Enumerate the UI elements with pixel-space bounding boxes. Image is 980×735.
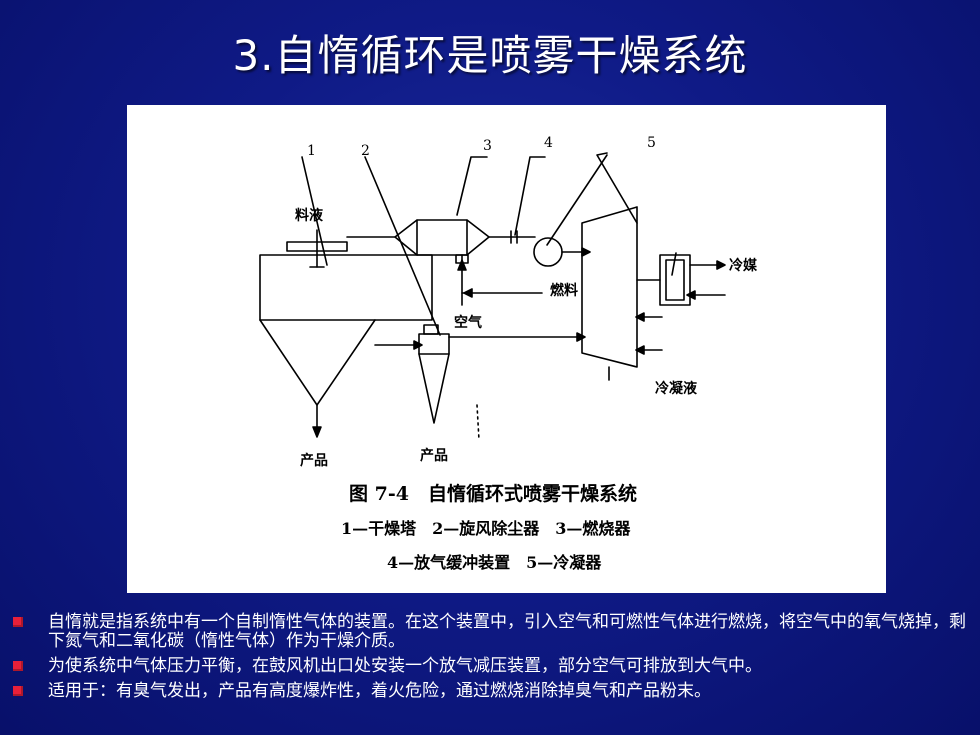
slide-title: 3.自惰循环是喷雾干燥系统 (232, 31, 748, 80)
part-number-2: 2 (361, 143, 370, 159)
system-schematic: 1 2 3 4 5 料液 冷媒 燃料 空气 冷凝液 产品 产品 (259, 135, 758, 469)
label-air: 空气 (454, 314, 482, 331)
bullet-item-definition: 自惰就是指系统中有一个自制惰性气体的装置。在这个装置中，引入空气和可燃性气体进行… (10, 613, 972, 651)
burner (346, 219, 543, 306)
bullet-square-icon (13, 686, 23, 696)
bullet-text: 适用于：有臭气发出，产品有高度爆炸性，着火危险，通过燃烧消除掉臭气和产品粉末。 (48, 681, 711, 701)
part-number-1: 1 (307, 143, 316, 159)
figure-caption-title: 图 7-4 自惰循环式喷雾干燥系统 (349, 483, 637, 505)
blower-vent (533, 237, 591, 267)
label-product-left: 产品 (300, 452, 328, 469)
part-number-3: 3 (483, 138, 492, 154)
condenser (581, 206, 726, 381)
cyclone (374, 324, 586, 441)
drying-tower (259, 229, 433, 438)
bullet-square-icon (13, 661, 23, 671)
bullet-item-application: 适用于：有臭气发出，产品有高度爆炸性，着火危险，通过燃烧消除掉臭气和产品粉末。 (10, 682, 972, 701)
figure-panel: 1 2 3 4 5 料液 冷媒 燃料 空气 冷凝液 产品 产品 图 7-4 自惰… (127, 105, 886, 593)
bullet-text: 为使系统中气体压力平衡，在鼓风机出口处安装一个放气减压装置，部分空气可排放到大气… (48, 656, 762, 676)
label-coolant: 冷媒 (729, 257, 758, 274)
bullet-item-pressure: 为使系统中气体压力平衡，在鼓风机出口处安装一个放气减压装置，部分空气可排放到大气… (10, 657, 972, 676)
bullet-text: 自惰就是指系统中有一个自制惰性气体的装置。在这个装置中，引入空气和可燃性气体进行… (48, 612, 966, 651)
part-number-4: 4 (544, 135, 553, 151)
bullet-square-icon (13, 617, 23, 627)
label-fuel: 燃料 (550, 282, 578, 299)
label-product-right: 产品 (420, 447, 448, 464)
label-feed-liquid: 料液 (295, 207, 324, 224)
part-number-5: 5 (647, 135, 656, 151)
figure-caption-legend-line2: 4—放气缓冲装置 5—冷凝器 (387, 553, 602, 572)
label-condensate: 冷凝液 (655, 380, 698, 397)
figure-caption-legend-line1: 1—干燥塔 2—旋风除尘器 3—燃烧器 (341, 519, 631, 538)
leader-lines (301, 152, 638, 336)
bullet-list: 自惰就是指系统中有一个自制惰性气体的装置。在这个装置中，引入空气和可燃性气体进行… (10, 613, 972, 707)
